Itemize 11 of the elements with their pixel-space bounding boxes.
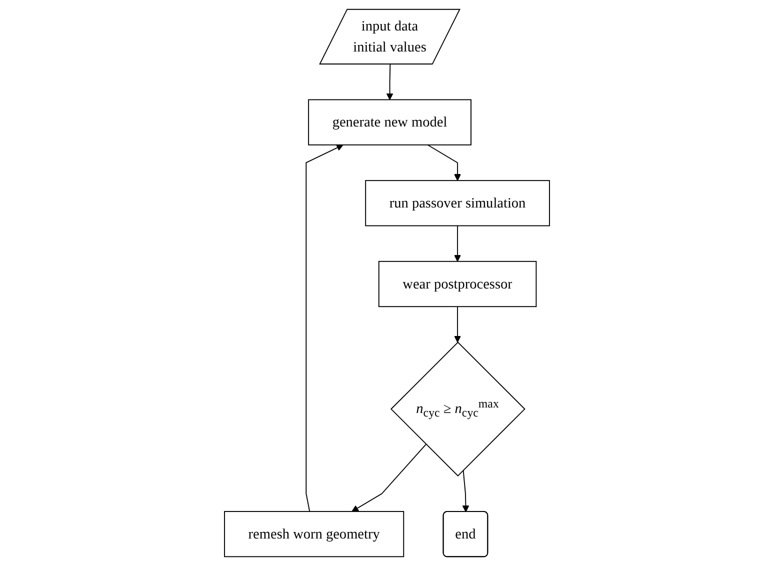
arrow: [454, 306, 462, 342]
arrow: [427, 144, 462, 180]
arrow: [306, 144, 344, 512]
node-box: run passover simulation: [365, 180, 550, 226]
arrow: [352, 443, 426, 512]
node-box: wear postprocessor: [378, 260, 537, 307]
node-box: remesh worn geometry: [224, 510, 404, 557]
arrow: [386, 63, 394, 100]
arrow: [454, 224, 462, 262]
node-box: generate new model: [308, 98, 472, 145]
arrow: [462, 469, 470, 512]
